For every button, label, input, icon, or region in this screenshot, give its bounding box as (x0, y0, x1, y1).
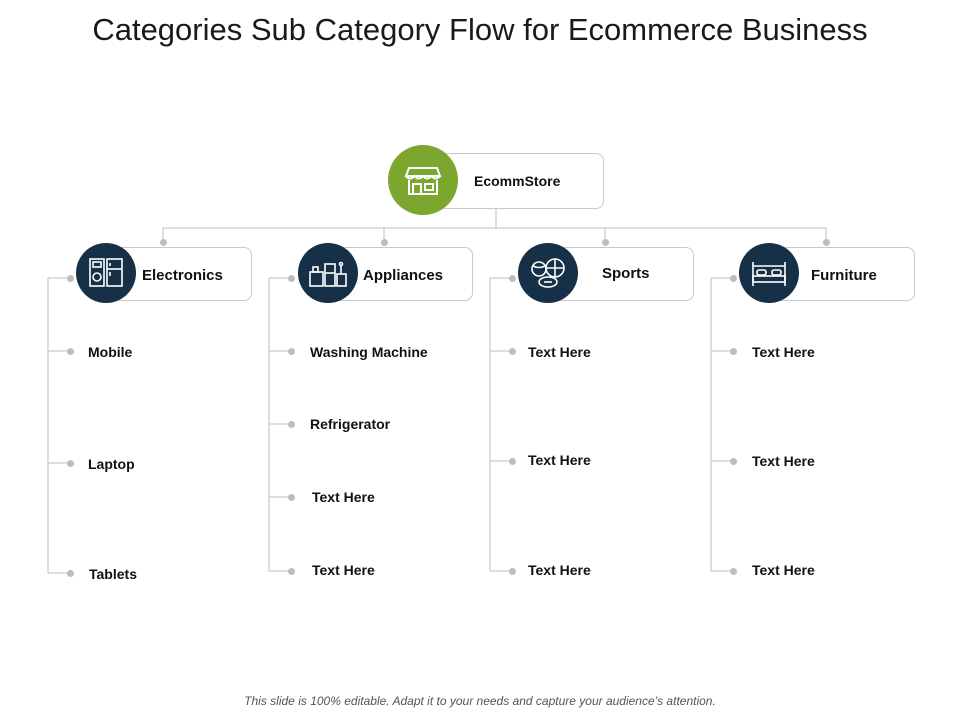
electronics-icon (89, 258, 123, 287)
category-circle-electronics (76, 243, 136, 303)
item-dot (288, 421, 295, 428)
item-dot (509, 568, 516, 575)
category-label-sports: Sports (602, 265, 650, 282)
item-dot (730, 348, 737, 355)
category-label-furniture: Furniture (811, 267, 877, 284)
connector-dot (602, 239, 609, 246)
category-circle-appliances (298, 243, 358, 303)
category-dot (509, 275, 516, 282)
list-item: Text Here (528, 452, 591, 468)
category-dot (67, 275, 74, 282)
root-node-circle (388, 145, 458, 215)
item-dot (288, 494, 295, 501)
item-dot (730, 568, 737, 575)
connector-dot (381, 239, 388, 246)
sports-balls-icon (531, 258, 565, 288)
category-label-appliances: Appliances (363, 267, 444, 284)
category-circle-furniture (739, 243, 799, 303)
page-title: Categories Sub Category Flow for Ecommer… (92, 12, 868, 47)
connector-dot (160, 239, 167, 246)
category-circle-sports (518, 243, 578, 303)
list-item: Text Here (312, 562, 375, 578)
list-item: Mobile (88, 344, 133, 360)
list-item: Text Here (752, 453, 815, 469)
item-dot (288, 568, 295, 575)
connector-dot (823, 239, 830, 246)
appliances-icon (309, 261, 347, 287)
item-dot (509, 348, 516, 355)
list-item: Washing Machine (310, 344, 428, 360)
bed-icon (752, 262, 786, 286)
category-dot (730, 275, 737, 282)
root-node-label: EcommStore (474, 173, 561, 189)
list-item: Text Here (528, 344, 591, 360)
footer-note: This slide is 100% editable. Adapt it to… (244, 694, 716, 708)
list-item: Text Here (752, 562, 815, 578)
category-label-electronics: Electronics (142, 267, 223, 284)
list-item: Tablets (89, 566, 137, 582)
list-item: Refrigerator (310, 416, 391, 432)
item-dot (288, 348, 295, 355)
list-item: Laptop (88, 456, 135, 472)
item-dot (730, 458, 737, 465)
item-dot (67, 348, 74, 355)
category-dot (288, 275, 295, 282)
item-dot (67, 460, 74, 467)
storefront-icon (404, 167, 442, 195)
item-dot (67, 570, 74, 577)
list-item: Text Here (752, 344, 815, 360)
item-dot (509, 458, 516, 465)
list-item: Text Here (312, 489, 375, 505)
list-item: Text Here (528, 562, 591, 578)
